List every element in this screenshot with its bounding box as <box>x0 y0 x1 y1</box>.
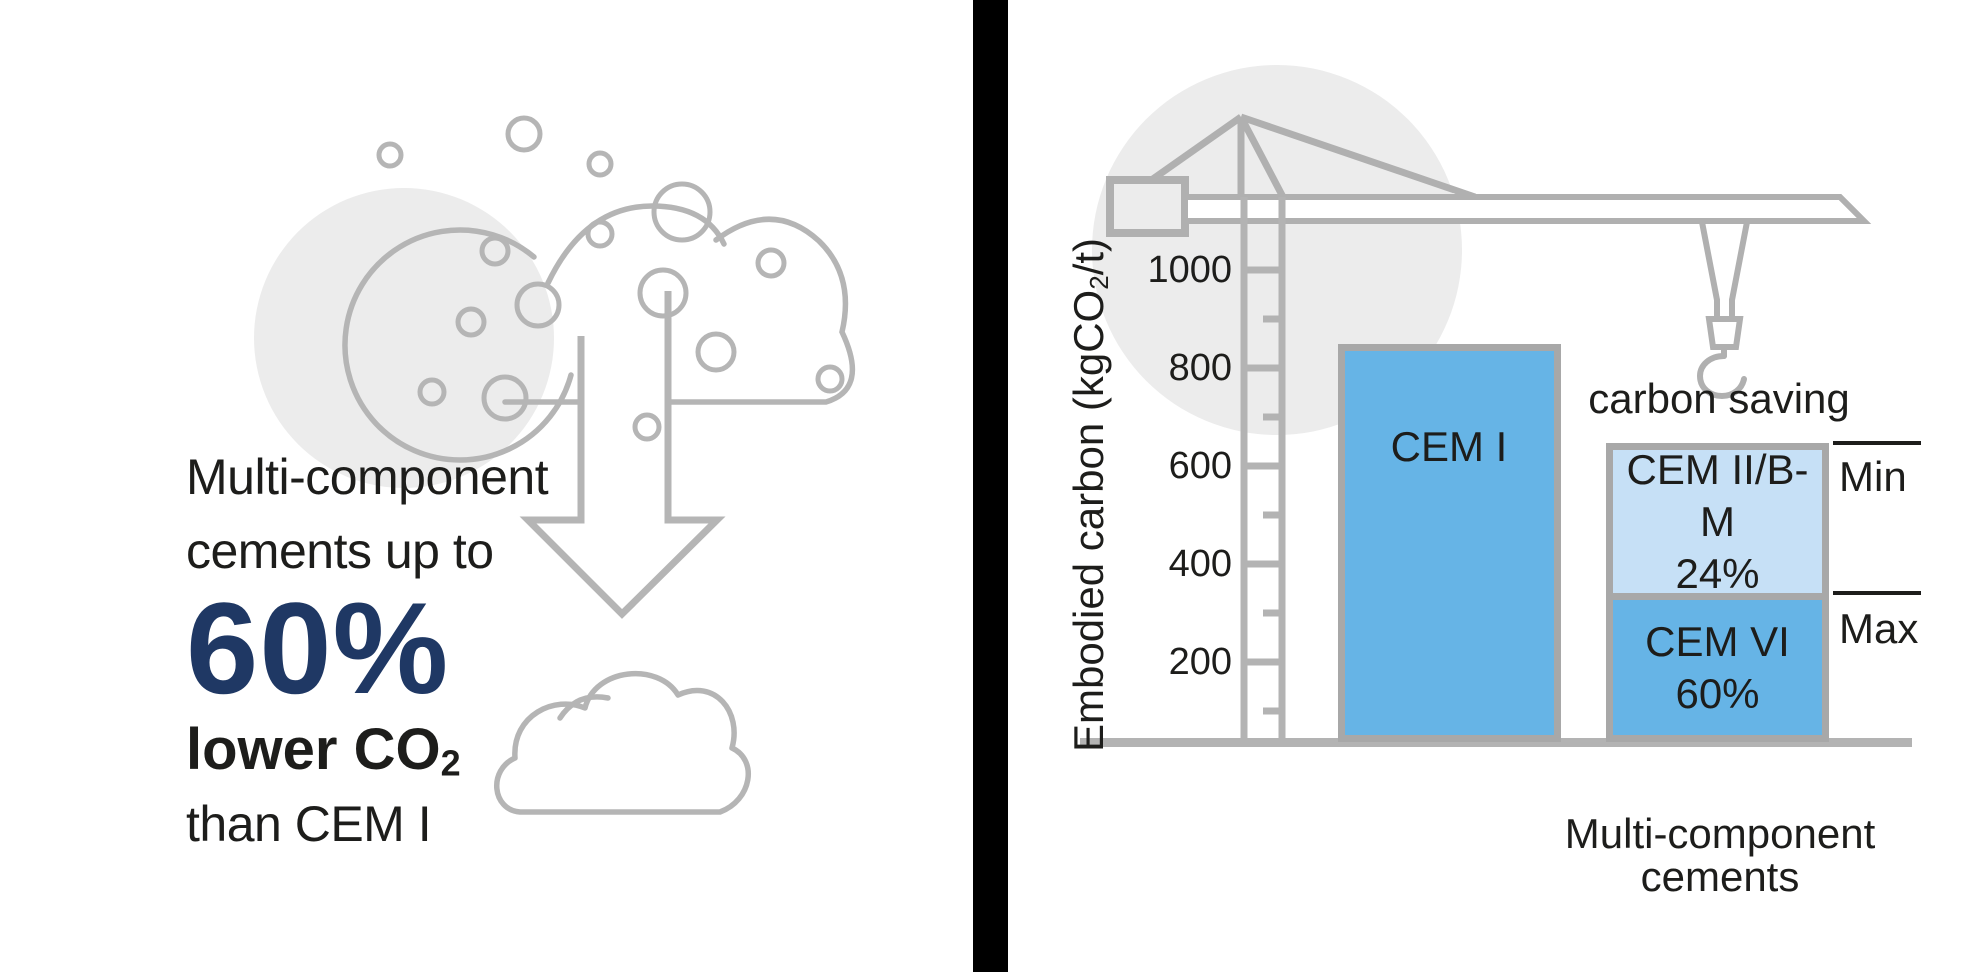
crane-jib <box>1182 194 1872 224</box>
bar-cem1 <box>1338 344 1561 742</box>
background-circle <box>254 188 554 488</box>
y-axis-title-subscript: 2 <box>1083 275 1114 290</box>
y-tick-label: 200 <box>1168 641 1232 683</box>
comparison-line: than CEM I <box>186 796 432 852</box>
crane-hook-icon <box>1696 219 1750 400</box>
y-axis-title-unit: /t) <box>1065 237 1113 276</box>
crane-stays <box>1147 113 1477 201</box>
chart-panel: 1000 800 600 400 200 Embodied carbon (kg… <box>1008 0 1980 972</box>
y-axis-title-text: Embodied carbon (kgCO <box>1065 289 1113 753</box>
max-range-line <box>1833 591 1921 595</box>
headline-line1: Multi-component <box>186 449 549 505</box>
min-range-line <box>1833 441 1921 445</box>
x-axis-line <box>1080 738 1912 747</box>
small-cloud-icon <box>494 670 751 815</box>
crane-mast-axis <box>1240 197 1286 742</box>
x-category-line1: Multi-component <box>1564 810 1876 857</box>
min-range-label: Min <box>1839 453 1907 500</box>
lower-co2-text: lower CO <box>186 717 441 782</box>
panel-divider <box>973 0 1008 972</box>
x-category-line2: cements <box>1640 853 1800 900</box>
highlight-value: 60% <box>186 575 450 721</box>
left-panel: Multi-component cements up to 60% lower … <box>0 0 973 972</box>
co2-subscript: 2 <box>440 742 461 784</box>
tower-crane-icon <box>1080 65 1912 747</box>
segment-cem6-label: CEM VI <box>1645 617 1790 665</box>
co2-cloud-down-arrows-icon <box>254 115 856 815</box>
y-tick-label: 600 <box>1168 445 1232 487</box>
segment-cem2bm-pct: 24% <box>1675 549 1760 597</box>
co2-bubbles <box>376 115 845 442</box>
headline-line2: cements up to <box>186 523 494 579</box>
max-range-label: Max <box>1839 605 1919 652</box>
x-category-label: Multi-component cements <box>1565 812 1875 898</box>
y-axis-title: Embodied carbon (kgCO2/t) <box>1065 238 1115 752</box>
y-tick-label: 1000 <box>1147 249 1232 291</box>
cloud-top-arch <box>545 203 727 286</box>
y-tick-label: 800 <box>1168 347 1232 389</box>
segment-cem2bm-label: CEM II/B-M <box>1626 445 1809 545</box>
segment-cem6-pct: 60% <box>1675 669 1760 717</box>
down-arrows-icon <box>519 291 726 619</box>
bar-cem1-label: CEM I <box>1390 423 1508 470</box>
highlight-caption: lower CO2 <box>186 721 461 781</box>
bar-multi-component: CEM II/B-M 24% CEM VI 60% <box>1606 443 1829 742</box>
cloud-left-arc <box>342 227 574 463</box>
annotation-carbon-saving: carbon saving <box>1588 375 1850 422</box>
segment-cem2bm: CEM II/B-M 24% <box>1613 446 1822 597</box>
cloud-right-outline <box>502 216 856 405</box>
y-tick-label: 400 <box>1168 543 1232 585</box>
segment-cem6: CEM VI 60% <box>1613 593 1822 735</box>
